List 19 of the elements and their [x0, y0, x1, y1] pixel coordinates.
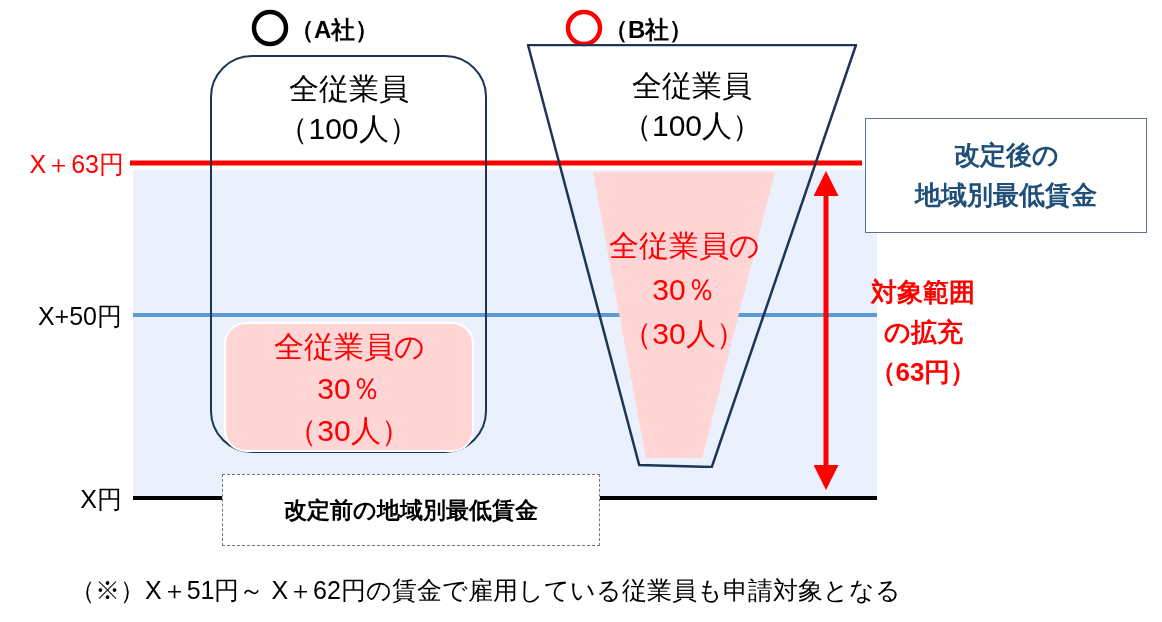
label-box [865, 118, 1147, 233]
node-text: 改定前の地域別最低賃金 [283, 496, 539, 525]
highlight-box [224, 322, 474, 452]
label-text: （B社） [604, 15, 694, 45]
label-text: X+50円 [36, 301, 122, 332]
node-text: 改定後の地域別最低賃金 [913, 139, 1098, 212]
dashed-label-box [222, 474, 600, 546]
label-text: X＋63円 [28, 149, 124, 180]
node-text: 全従業員の30％（30人） [272, 329, 426, 449]
node-text: 全従業員（100人） [620, 68, 764, 144]
rounded-box [210, 55, 487, 453]
label-text: 対象範囲の拡充（63円） [868, 276, 978, 389]
funnel-shape [527, 44, 857, 468]
label-text: X円 [79, 484, 122, 515]
node-text: 全従業員の30％（30人） [607, 228, 761, 352]
label-text: （※）X＋51円～ X＋62円の賃金で雇用している従業員も申請対象となる [70, 575, 902, 606]
highlight-funnel [593, 172, 775, 458]
label-text: （A社） [290, 15, 380, 45]
node-text: 全従業員（100人） [277, 71, 420, 147]
